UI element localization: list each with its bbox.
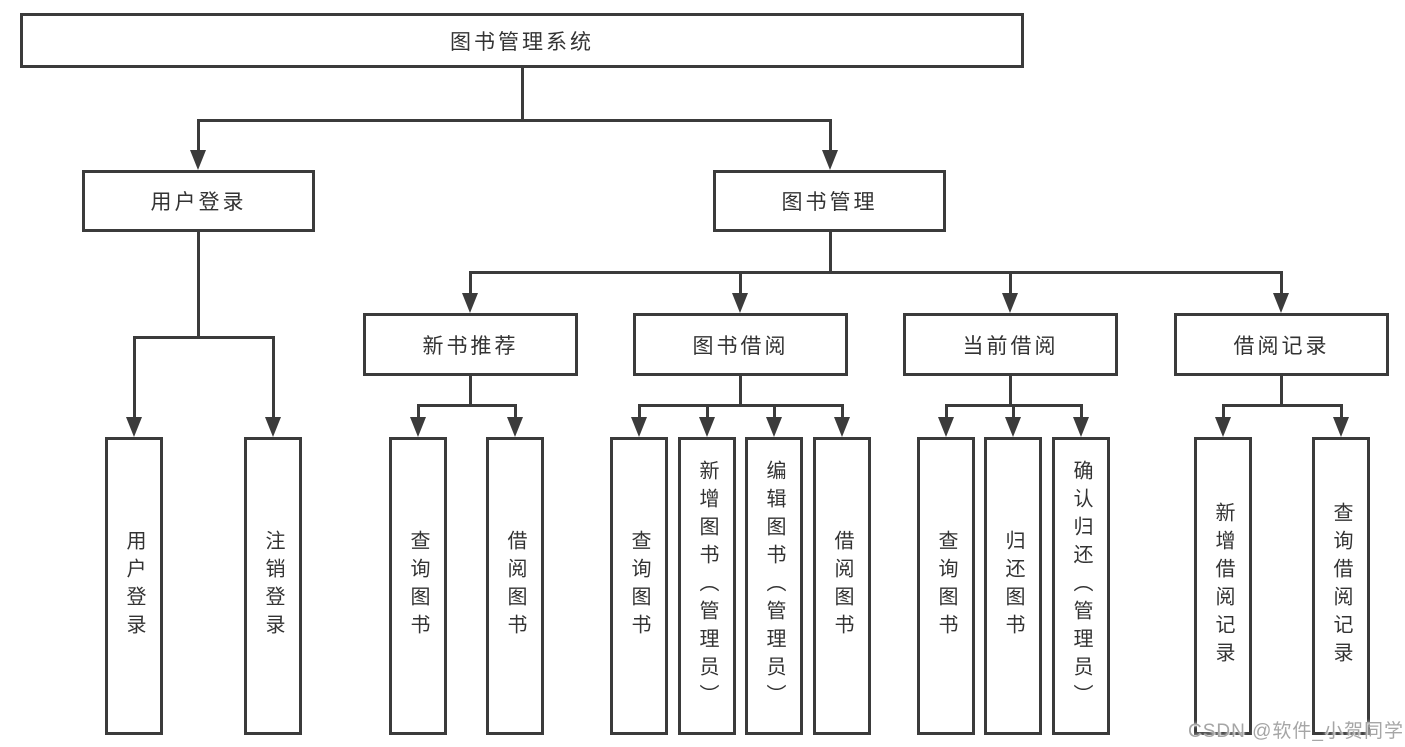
- connector-line: [133, 336, 136, 420]
- leaf-label: 借阅图书: [831, 530, 853, 642]
- node-borrowing-records: 借阅记录: [1174, 313, 1389, 376]
- connector-line: [514, 404, 517, 420]
- leaf-label: 注销登录: [262, 530, 284, 642]
- leaf-add-books-admin: 新增图书（管理员）: [678, 437, 736, 735]
- leaf-add-borrow-record: 新增借阅记录: [1194, 437, 1252, 735]
- connector-line: [1280, 271, 1283, 296]
- arrow-down-icon: [631, 417, 647, 437]
- leaf-edit-books-admin: 编辑图书（管理员）: [745, 437, 803, 735]
- arrow-down-icon: [1333, 417, 1349, 437]
- arrow-down-icon: [938, 417, 954, 437]
- arrow-down-icon: [834, 417, 850, 437]
- leaf-return-books: 归还图书: [984, 437, 1042, 735]
- node-label: 图书管理系统: [450, 30, 594, 54]
- connector-line: [133, 336, 275, 339]
- connector-line: [197, 119, 832, 122]
- leaf-label: 用户登录: [123, 530, 145, 642]
- leaf-logout: 注销登录: [244, 437, 302, 735]
- connector-line: [1222, 404, 1225, 420]
- leaf-query-books-recommend: 查询图书: [389, 437, 447, 735]
- connector-line: [841, 404, 844, 420]
- node-book-borrowing: 图书借阅: [633, 313, 848, 376]
- leaf-borrow-books-recommend: 借阅图书: [486, 437, 544, 735]
- connector-line: [945, 404, 948, 420]
- leaf-label: 查询图书: [628, 530, 650, 642]
- arrow-down-icon: [462, 293, 478, 313]
- node-label: 借阅记录: [1233, 334, 1330, 358]
- connector-line: [1340, 404, 1343, 420]
- connector-line: [829, 119, 832, 153]
- arrow-down-icon: [699, 417, 715, 437]
- node-library-management-system: 图书管理系统: [20, 13, 1024, 68]
- connector-line: [469, 374, 472, 405]
- leaf-label: 新增图书（管理员）: [696, 460, 718, 712]
- connector-line: [773, 404, 776, 420]
- leaf-query-books-current: 查询图书: [917, 437, 975, 735]
- leaf-user-login: 用户登录: [105, 437, 163, 735]
- leaf-query-books-borrow: 查询图书: [610, 437, 668, 735]
- node-current-borrowing: 当前借阅: [903, 313, 1118, 376]
- connector-line: [469, 271, 472, 296]
- leaf-label: 查询借阅记录: [1330, 502, 1352, 670]
- node-new-book-recommendation: 新书推荐: [363, 313, 578, 376]
- csdn-watermark: CSDN @软件_小贺同学: [1188, 721, 1404, 742]
- connector-line: [739, 271, 742, 296]
- connector-line: [417, 404, 516, 407]
- arrow-down-icon: [732, 293, 748, 313]
- arrow-down-icon: [190, 150, 206, 170]
- leaf-borrow-books: 借阅图书: [813, 437, 871, 735]
- arrow-down-icon: [1273, 293, 1289, 313]
- connector-line: [1009, 271, 1012, 296]
- arrow-down-icon: [822, 150, 838, 170]
- leaf-label: 归还图书: [1002, 530, 1024, 642]
- node-label: 新书推荐: [422, 334, 519, 358]
- arrow-down-icon: [126, 417, 142, 437]
- connector-line: [1280, 374, 1283, 405]
- node-book-management: 图书管理: [713, 170, 946, 232]
- leaf-label: 查询图书: [935, 530, 957, 642]
- connector-line: [706, 404, 709, 420]
- leaf-confirm-return-admin: 确认归还（管理员）: [1052, 437, 1110, 735]
- connector-line: [638, 404, 641, 420]
- connector-line: [1009, 374, 1012, 405]
- connector-line: [1222, 404, 1342, 407]
- node-label: 当前借阅: [962, 334, 1059, 358]
- leaf-label: 编辑图书（管理员）: [763, 460, 785, 712]
- connector-line: [638, 404, 843, 407]
- arrow-down-icon: [1005, 417, 1021, 437]
- arrow-down-icon: [265, 417, 281, 437]
- arrow-down-icon: [507, 417, 523, 437]
- arrow-down-icon: [410, 417, 426, 437]
- connector-line: [197, 231, 200, 337]
- node-label: 图书管理: [781, 191, 878, 214]
- connector-line: [829, 231, 832, 272]
- arrow-down-icon: [1215, 417, 1231, 437]
- arrow-down-icon: [1073, 417, 1089, 437]
- node-label: 用户登录: [150, 191, 247, 214]
- connector-line: [739, 374, 742, 405]
- connector-line: [272, 336, 275, 420]
- connector-line: [521, 68, 524, 121]
- leaf-query-borrow-record: 查询借阅记录: [1312, 437, 1370, 735]
- arrow-down-icon: [766, 417, 782, 437]
- leaf-label: 新增借阅记录: [1212, 502, 1234, 670]
- arrow-down-icon: [1002, 293, 1018, 313]
- leaf-label: 借阅图书: [504, 530, 526, 642]
- connector-line: [197, 119, 200, 153]
- leaf-label: 查询图书: [407, 530, 429, 642]
- connector-line: [1012, 404, 1015, 420]
- node-label: 图书借阅: [692, 334, 789, 358]
- node-user-login: 用户登录: [82, 170, 315, 232]
- connector-line: [417, 404, 420, 420]
- connector-line: [469, 271, 1283, 274]
- leaf-label: 确认归还（管理员）: [1070, 460, 1092, 712]
- connector-line: [1080, 404, 1083, 420]
